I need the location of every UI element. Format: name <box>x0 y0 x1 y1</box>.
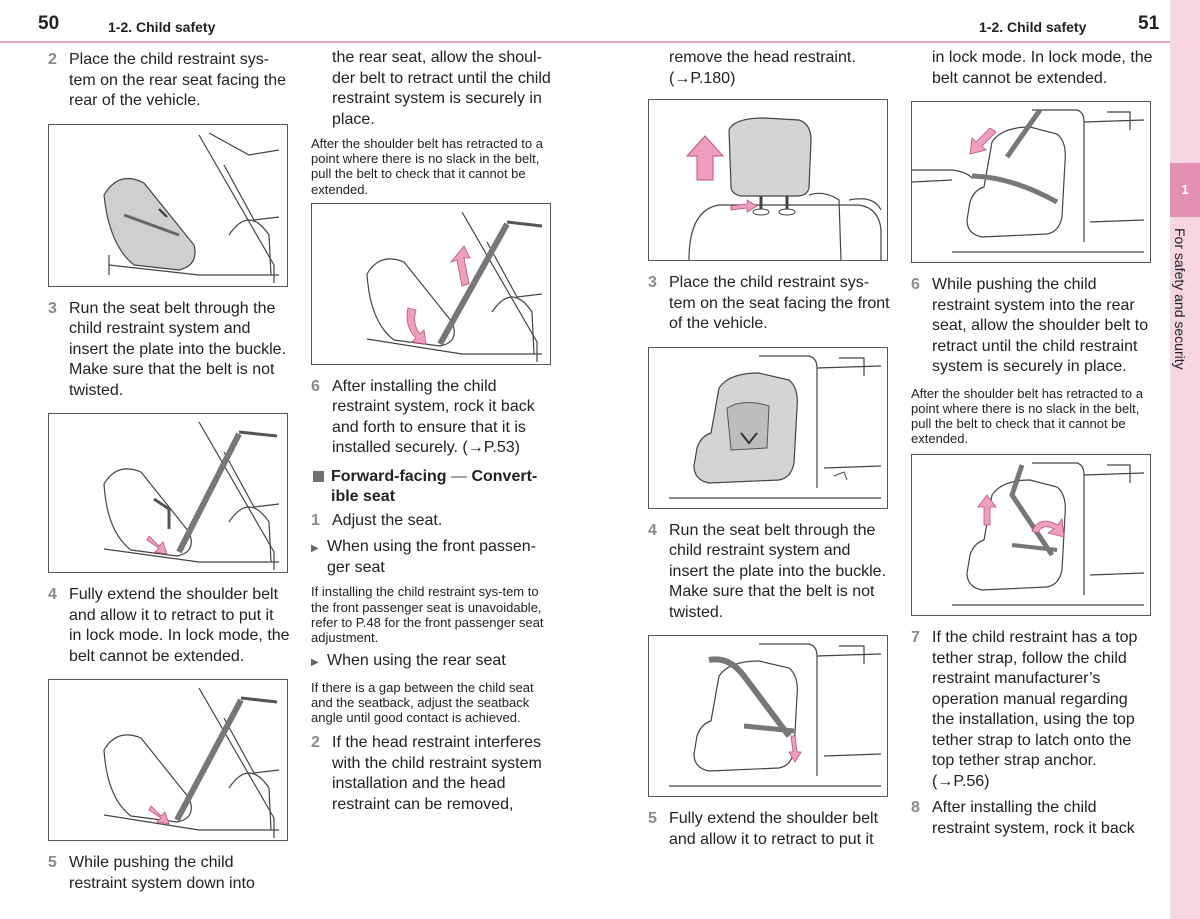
bullet-text: When using the rear seat <box>327 652 506 670</box>
bullet-text: When using the front passen-ger seat <box>327 538 537 576</box>
belt-routing-illustration <box>48 413 288 573</box>
note: After the shoulder belt has retracted to… <box>911 385 1143 447</box>
step-2-continued: remove the head restraint. (→P.180) <box>669 49 856 87</box>
right-section-title: 1-2. Child safety <box>979 19 1087 35</box>
column-1: 2 Place the child restraint sys-tem on t… <box>48 48 290 894</box>
step-number: 6 <box>911 276 920 293</box>
step-number: 4 <box>648 521 657 539</box>
column-2: the rear seat, allow the shoul-der belt … <box>311 48 553 815</box>
heading-part-a: Forward-facing <box>331 467 447 485</box>
right-page-number: 51 <box>1138 13 1160 34</box>
step-7: 7 If the child restraint has a top tethe… <box>911 628 1153 792</box>
step-text: If the child restraint has a top tether … <box>932 629 1138 790</box>
chapter-tab[interactable]: 1 <box>1170 163 1200 217</box>
chapter-title: For safety and security <box>1172 228 1188 370</box>
step-number: 5 <box>48 854 57 871</box>
left-section-title: 1-2. Child safety <box>108 19 216 35</box>
column-4: in lock mode. In lock mode, the belt can… <box>911 48 1153 839</box>
head-restraint-removal-illustration <box>648 99 888 261</box>
seat-illustration <box>103 131 280 283</box>
belt-retract-illustration <box>311 202 551 365</box>
step-5: 5 While pushing the child restraint syst… <box>48 853 290 894</box>
step-number: 8 <box>911 799 920 817</box>
seat-illustration <box>952 462 1145 606</box>
seat-illustration <box>366 211 543 362</box>
forward-facing-seat-placement-illustration <box>648 346 888 509</box>
step-3: 3 Place the child restraint sys-tem on t… <box>648 273 890 335</box>
left-page-number: 50 <box>38 13 60 34</box>
step-text: Run the seat belt through the child rest… <box>69 299 287 399</box>
section-heading: Forward-facing — Convert-ible seat <box>311 467 553 507</box>
triangle-bullet-icon: ▶ <box>311 543 319 555</box>
step-text: Place the child restraint sys-tem on the… <box>669 274 890 332</box>
step-text: Place the child restraint sys-tem on the… <box>69 51 287 109</box>
step-text: Fully extend the shoulder belt and allow… <box>669 810 879 848</box>
seat-illustration <box>669 354 882 499</box>
step-number: 5 <box>648 810 657 827</box>
step-2: 2 If the head restraint interferes with … <box>311 733 553 815</box>
step-number: 2 <box>48 51 57 68</box>
step-text: Run the seat belt through the child rest… <box>669 521 887 621</box>
note: If installing the child restraint sys-te… <box>311 584 544 645</box>
seat-illustration <box>685 117 882 260</box>
seat-illustration <box>103 687 280 838</box>
step-4: 4 Run the seat belt through the child re… <box>648 521 890 624</box>
header-rule <box>0 41 1170 43</box>
page-header: 50 1-2. Child safety 1-2. Child safety 5… <box>0 0 1170 44</box>
step-3: 3 Run the seat belt through the child re… <box>48 299 290 402</box>
step-6: 6 While pushing the child restraint syst… <box>911 275 1153 378</box>
step-number: 4 <box>48 586 57 603</box>
heading-dash: — <box>446 467 472 485</box>
step-text: After installing the child restraint sys… <box>332 377 535 457</box>
step-number: 2 <box>311 734 320 752</box>
square-bullet-icon <box>313 470 324 482</box>
step-text: If the head restraint interferes with th… <box>332 734 542 813</box>
step-number: 3 <box>48 299 57 317</box>
step-number: 1 <box>311 511 320 529</box>
seat-illustration <box>912 108 1145 253</box>
note: After the shoulder belt has retracted to… <box>311 136 543 197</box>
step-6: 6 After installing the child restraint s… <box>311 377 553 459</box>
seat-illustration <box>103 421 280 570</box>
belt-lock-illustration <box>48 679 288 841</box>
bullet-front-passenger: ▶ When using the front passen-ger seat <box>311 537 553 578</box>
step-4: 4 Fully extend the shoulder belt and all… <box>48 585 290 667</box>
step-5-continued: the rear seat, allow the shoul-der belt … <box>332 49 551 128</box>
note: If there is a gap between the child seat… <box>311 679 534 726</box>
step-1: 1 Adjust the seat. <box>311 511 553 532</box>
step-number: 3 <box>648 274 657 291</box>
step-number: 7 <box>911 629 920 647</box>
step-5: 5 Fully extend the shoulder belt and all… <box>648 809 890 850</box>
step-8: 8 After installing the child restraint s… <box>911 798 1153 839</box>
column-3: remove the head restraint. (→P.180) 3 Pl… <box>648 48 890 850</box>
triangle-bullet-icon: ▶ <box>311 657 319 669</box>
forward-belt-routing-illustration <box>648 635 888 797</box>
step-text: Fully extend the shoulder belt and allow… <box>69 586 290 665</box>
rear-facing-seat-placement-illustration <box>48 123 288 287</box>
step-number: 6 <box>311 377 320 395</box>
step-text: Adjust the seat. <box>332 511 443 529</box>
chapter-side-band: 1 For safety and security <box>1170 0 1200 919</box>
heading-part-b: Convert-ible seat <box>331 467 538 505</box>
bullet-rear-seat: ▶ When using the rear seat <box>311 651 553 674</box>
forward-belt-lock-illustration <box>911 101 1151 263</box>
step-text: While pushing the child restraint system… <box>69 854 255 892</box>
forward-seat-secure-illustration <box>911 454 1151 617</box>
step-text: After installing the child restraint sys… <box>932 799 1135 837</box>
step-2: 2 Place the child restraint sys-tem on t… <box>48 50 290 112</box>
step-5-continued: in lock mode. In lock mode, the belt can… <box>932 49 1153 87</box>
step-text: While pushing the child restraint system… <box>932 276 1149 375</box>
seat-illustration <box>669 643 882 787</box>
